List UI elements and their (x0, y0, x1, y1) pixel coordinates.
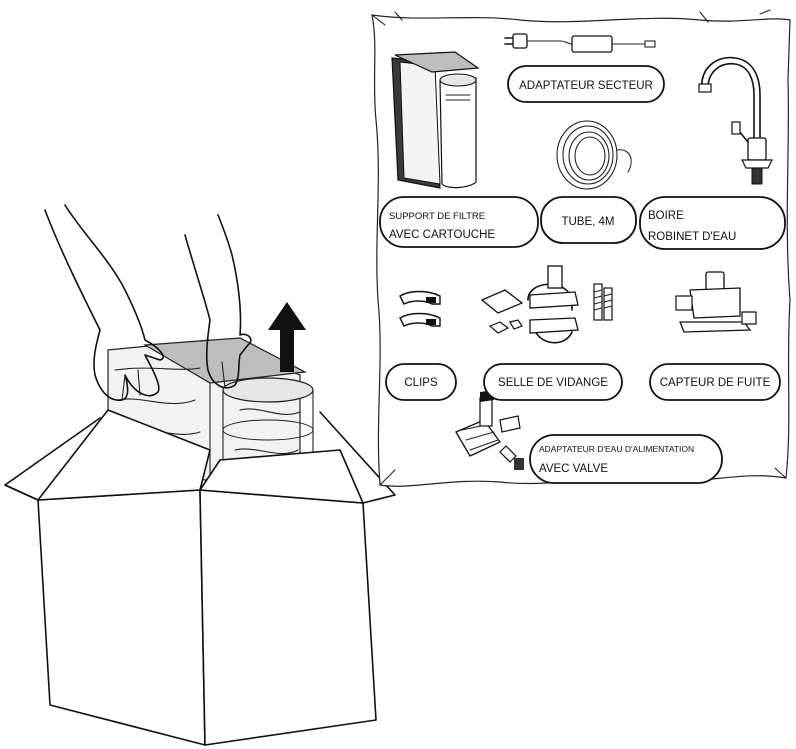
label-clips: CLIPS (386, 364, 456, 400)
svg-text:SUPPORT DE FILTRE: SUPPORT DE FILTRE (389, 211, 485, 222)
svg-text:ADAPTATEUR SECTEUR: ADAPTATEUR SECTEUR (519, 80, 653, 92)
svg-text:AVEC CARTOUCHE: AVEC CARTOUCHE (389, 229, 495, 241)
label-faucet: BOIRE ROBINET D'EAU (640, 197, 785, 249)
svg-text:CAPTEUR DE FUITE: CAPTEUR DE FUITE (660, 377, 771, 389)
svg-text:AVEC VALVE: AVEC VALVE (539, 463, 608, 475)
svg-text:ROBINET D'EAU: ROBINET D'EAU (648, 231, 736, 243)
svg-text:ADAPTATEUR D'EAU D'ALIMENTATIO: ADAPTATEUR D'EAU D'ALIMENTATION (539, 444, 694, 454)
svg-text:SELLE DE VIDANGE: SELLE DE VIDANGE (498, 377, 608, 389)
svg-text:CLIPS: CLIPS (404, 377, 438, 389)
svg-text:TUBE, 4M: TUBE, 4M (561, 216, 614, 228)
label-feed-adapter: ADAPTATEUR D'EAU D'ALIMENTATION AVEC VAL… (530, 435, 722, 483)
label-tube: TUBE, 4M (541, 197, 636, 243)
svg-text:BOIRE: BOIRE (648, 210, 684, 222)
label-leak-sensor: CAPTEUR DE FUITE (650, 364, 780, 400)
label-power-adapter: ADAPTATEUR SECTEUR (508, 66, 664, 102)
label-filter-holder: SUPPORT DE FILTRE AVEC CARTOUCHE (380, 197, 538, 247)
open-box-illustration (5, 205, 395, 745)
label-drain-saddle: SELLE DE VIDANGE (484, 364, 622, 400)
